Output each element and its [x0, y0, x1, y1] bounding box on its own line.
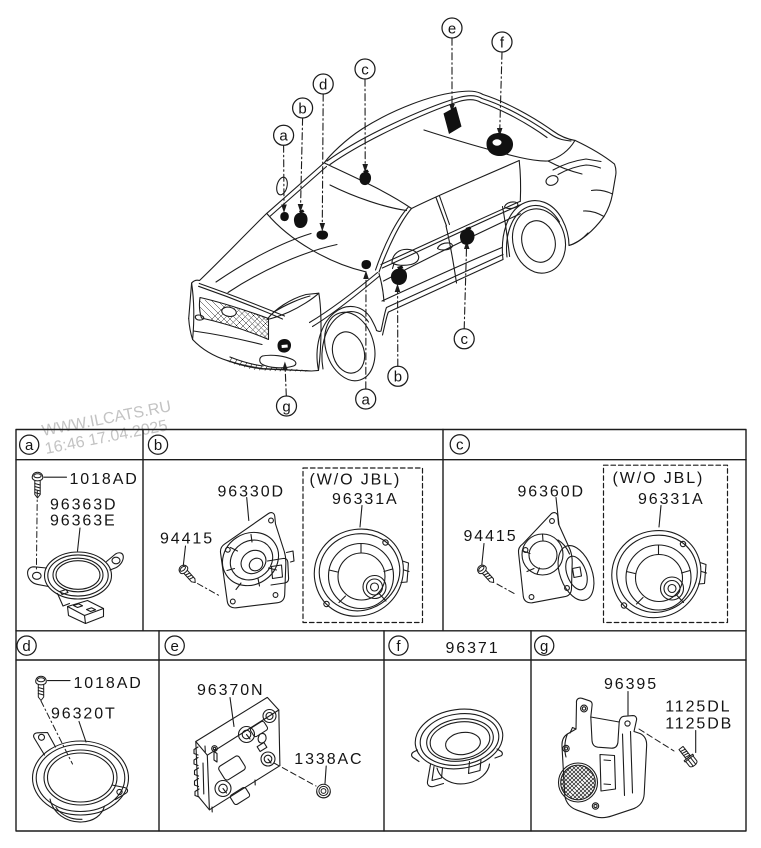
svg-text:96363E: 96363E — [50, 513, 117, 530]
svg-text:e: e — [448, 20, 456, 37]
svg-text:96395: 96395 — [604, 676, 658, 693]
svg-text:1018AD: 1018AD — [74, 675, 143, 692]
svg-text:96331A: 96331A — [332, 491, 399, 508]
svg-text:(W/O JBL): (W/O JBL) — [310, 471, 402, 488]
svg-text:a: a — [362, 391, 371, 408]
svg-text:1338AC: 1338AC — [294, 751, 363, 768]
svg-text:c: c — [460, 331, 468, 348]
svg-text:f: f — [396, 638, 401, 655]
svg-text:b: b — [394, 369, 402, 386]
svg-text:96370N: 96370N — [197, 682, 264, 699]
svg-text:96363D: 96363D — [50, 497, 117, 514]
svg-text:g: g — [282, 398, 290, 415]
svg-text:1125DB: 1125DB — [665, 715, 733, 732]
svg-text:96371: 96371 — [446, 640, 500, 657]
svg-text:94415: 94415 — [464, 528, 518, 545]
svg-text:b: b — [298, 100, 306, 117]
svg-text:1125DL: 1125DL — [665, 698, 731, 715]
svg-text:c: c — [456, 437, 464, 454]
svg-text:a: a — [279, 128, 288, 145]
svg-text:f: f — [500, 34, 505, 51]
svg-text:g: g — [540, 638, 548, 655]
svg-text:a: a — [25, 437, 34, 454]
svg-text:96331A: 96331A — [638, 491, 705, 508]
svg-text:d: d — [22, 638, 30, 655]
svg-text:b: b — [154, 437, 162, 454]
svg-text:1018AD: 1018AD — [70, 471, 139, 488]
svg-text:(W/O JBL): (W/O JBL) — [613, 470, 705, 487]
svg-text:96320T: 96320T — [51, 705, 117, 722]
svg-text:96360D: 96360D — [518, 483, 585, 500]
svg-text:c: c — [361, 61, 369, 78]
svg-text:e: e — [171, 638, 179, 655]
svg-text:94415: 94415 — [160, 530, 214, 547]
svg-text:96330D: 96330D — [218, 483, 285, 500]
svg-text:d: d — [319, 76, 327, 93]
